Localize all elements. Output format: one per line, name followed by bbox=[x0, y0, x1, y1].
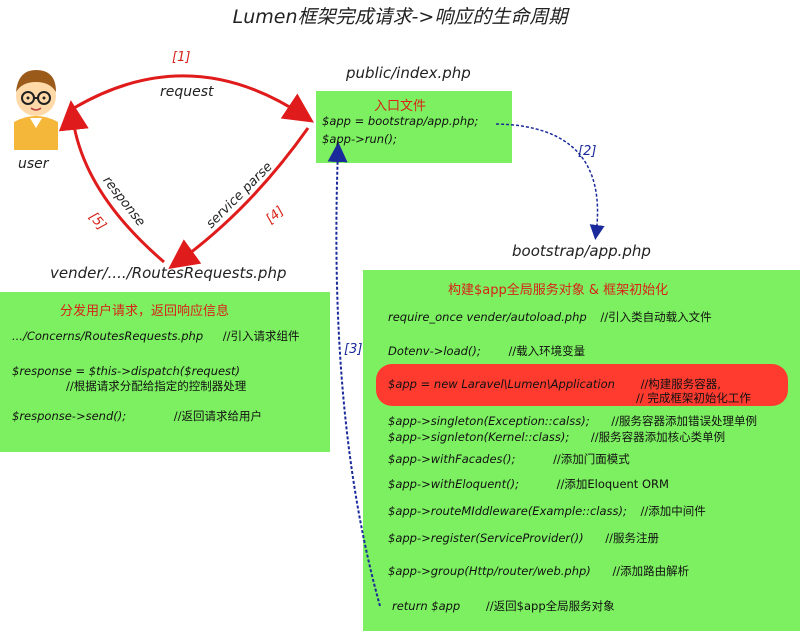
bootstrap-box bbox=[363, 270, 800, 631]
routes-path: vender/..../RoutesRequests.php bbox=[50, 264, 287, 282]
bootstrap-line-11: return $app //返回$app全局服务对象 bbox=[392, 598, 615, 614]
routes-line-1-code: .../Concerns/RoutesRequests.php bbox=[12, 329, 204, 343]
entry-box bbox=[316, 91, 512, 163]
bootstrap-line-3-comment2: // 完成框架初始化工作 bbox=[636, 391, 751, 405]
bootstrap-line-1-comment: //引入类自动载入文件 bbox=[600, 310, 712, 324]
bootstrap-line-7-code: $app->withEloquent(); bbox=[388, 477, 519, 491]
routes-box bbox=[0, 292, 330, 452]
routes-line-3: $response->send(); //返回请求给用户 bbox=[12, 408, 262, 424]
bootstrap-line-10: $app->group(Http/router/web.php) //添加路由解… bbox=[388, 563, 689, 579]
app-highlight bbox=[376, 364, 788, 406]
entry-line-1: $app = bootstrap/app.php; bbox=[322, 114, 479, 128]
bootstrap-line-5-code: $app->signleton(Kernel::class); bbox=[388, 430, 570, 444]
bootstrap-line-4-comment: //服务容器添加错误处理单例 bbox=[611, 414, 757, 428]
bootstrap-line-1-code: require_once vender/autoload.php bbox=[388, 310, 587, 324]
routes-line-3-code: $response->send(); bbox=[12, 409, 127, 423]
bootstrap-line-2-code: Dotenv->load(); bbox=[388, 344, 481, 358]
entry-line-2: $app->run(); bbox=[322, 132, 397, 146]
service-parse-arrow bbox=[168, 127, 310, 270]
bootstrap-line-1: require_once vender/autoload.php //引入类自动… bbox=[388, 309, 712, 325]
routes-line-1: .../Concerns/RoutesRequests.php //引入请求组件 bbox=[12, 328, 300, 344]
bootstrap-line-4: $app->singleton(Exception::calss); //服务容… bbox=[388, 413, 757, 429]
bootstrap-line-5: $app->signleton(Kernel::class); //服务容器添加… bbox=[388, 429, 725, 445]
step3-label: [3] bbox=[344, 342, 363, 357]
bootstrap-line-3-comment: //构建服务容器, bbox=[640, 377, 721, 391]
diagram-title: Lumen框架完成请求->响应的生命周期 bbox=[232, 6, 568, 28]
bootstrap-line-4-code: $app->singleton(Exception::calss); bbox=[388, 414, 590, 428]
request-label: request bbox=[160, 84, 214, 100]
entry-heading: 入口文件 bbox=[374, 99, 427, 114]
return-arrow bbox=[327, 142, 381, 607]
bootstrap-line-8-comment: //添加中间件 bbox=[640, 504, 706, 518]
bootstrap-line-8-code: $app->routeMIddleware(Example::class); bbox=[388, 504, 627, 518]
bootstrap-line-10-code: $app->group(Http/router/web.php) bbox=[388, 564, 591, 578]
user-label: user bbox=[18, 156, 49, 172]
bootstrap-line-11-comment: //返回$app全局服务对象 bbox=[485, 599, 615, 613]
user-avatar-icon bbox=[14, 70, 58, 150]
bootstrap-line-6: $app->withFacades(); //添加门面模式 bbox=[388, 451, 630, 467]
bootstrap-line-3: $app = new Laravel\Lumen\Application //构… bbox=[388, 376, 721, 392]
bootstrap-line-9-code: $app->register(ServiceProvider()) bbox=[388, 531, 584, 545]
bootstrap-line-10-comment: //添加路由解析 bbox=[612, 564, 690, 578]
bootstrap-line-9-comment: //服务注册 bbox=[605, 531, 660, 545]
routes-line-2-comment: //根据请求分配给指定的控制器处理 bbox=[66, 379, 247, 393]
request-arrow bbox=[73, 74, 314, 123]
bootstrap-line-3-code: $app = new Laravel\Lumen\Application bbox=[388, 377, 615, 391]
run-arrow bbox=[495, 123, 605, 240]
bootstrap-heading: 构建$app全局服务对象 & 框架初始化 bbox=[448, 283, 669, 298]
bootstrap-line-11-code: return $app bbox=[392, 599, 461, 613]
routes-heading: 分发用户请求，返回响应信息 bbox=[60, 304, 230, 319]
step2-label: [2] bbox=[578, 144, 597, 159]
bootstrap-line-6-comment: //添加门面模式 bbox=[553, 452, 630, 466]
entry-path: public/index.php bbox=[346, 64, 471, 82]
bootstrap-line-5-comment: //服务容器添加核心类单例 bbox=[590, 430, 726, 444]
bootstrap-line-9: $app->register(ServiceProvider()) //服务注册 bbox=[388, 530, 659, 546]
routes-line-1-comment: //引入请求组件 bbox=[222, 329, 300, 343]
bootstrap-line-2-comment: //载入环境变量 bbox=[508, 344, 586, 358]
bootstrap-path: bootstrap/app.php bbox=[512, 242, 651, 260]
response-arrow bbox=[58, 100, 165, 264]
bootstrap-line-8: $app->routeMIddleware(Example::class); /… bbox=[388, 503, 706, 519]
bootstrap-line-2: Dotenv->load(); //载入环境变量 bbox=[388, 343, 585, 359]
routes-line-2: $response = $this->dispatch($request) bbox=[12, 364, 241, 378]
bootstrap-line-7-comment: //添加Eloquent ORM bbox=[556, 477, 669, 491]
bootstrap-line-6-code: $app->withFacades(); bbox=[388, 452, 516, 466]
bootstrap-line-7: $app->withEloquent(); //添加Eloquent ORM bbox=[388, 476, 669, 492]
routes-line-3-comment: //返回请求给用户 bbox=[173, 409, 262, 423]
step1-label: [1] bbox=[172, 50, 191, 65]
